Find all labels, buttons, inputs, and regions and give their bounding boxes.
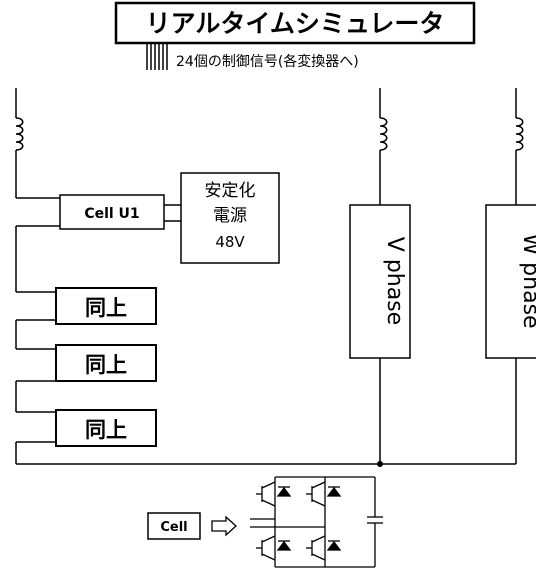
arrow-right-icon [211, 515, 237, 537]
w-phase-leg [515, 88, 524, 464]
power-supply-line1: 安定化 [205, 181, 256, 201]
cell-u4-block: 同上 [55, 409, 157, 447]
cell-u1-block: Cell U1 [59, 194, 165, 230]
junction-dot [377, 461, 383, 467]
power-supply-block: 安定化 電源 48V [180, 172, 280, 264]
cell-u4-label: 同上 [85, 418, 127, 442]
v-phase-leg [379, 88, 388, 464]
v-phase-block: V phase [349, 204, 411, 359]
cell-u3-block: 同上 [55, 344, 157, 382]
power-supply-wires [164, 204, 181, 222]
power-supply-line2: 電源 [213, 206, 247, 226]
h-bridge-icon [250, 476, 383, 568]
inductor-v-icon [379, 117, 388, 151]
cell-u3-label: 同上 [85, 353, 127, 377]
u-phase-leg [15, 88, 516, 465]
cell-u1-label: Cell U1 [84, 206, 139, 222]
cell-u2-block: 同上 [55, 287, 157, 325]
cell-legend-label: Cell [160, 520, 187, 535]
w-phase-label: W phase [518, 233, 536, 328]
simulator-block: リアルタイムシミュレータ [114, 1, 476, 45]
control-signal-lines [146, 43, 168, 70]
simulator-title: リアルタイムシミュレータ [146, 9, 445, 38]
v-phase-label: V phase [382, 237, 407, 325]
power-supply-voltage: 48V [215, 233, 245, 251]
control-signal-label: 24個の制御信号(各変換器へ) [176, 53, 359, 70]
cell-u2-label: 同上 [85, 296, 127, 320]
inductor-u-icon [15, 117, 24, 151]
w-phase-block: W phase [485, 204, 536, 359]
inductor-w-icon [515, 117, 524, 151]
cell-legend-box: Cell [147, 512, 201, 540]
